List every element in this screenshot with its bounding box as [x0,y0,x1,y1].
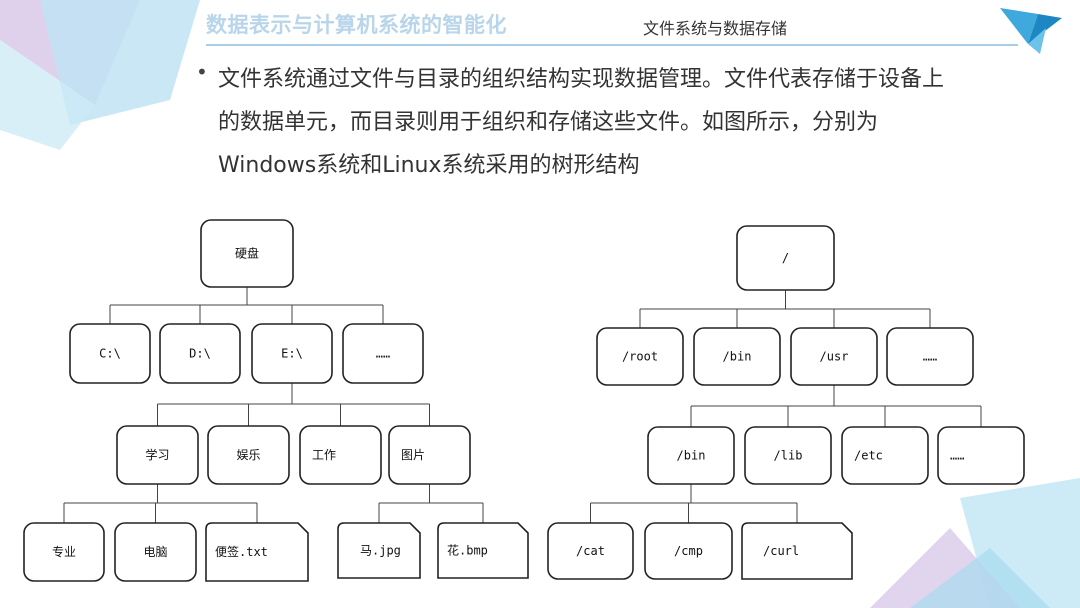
linux-node-dir-0-box [596,327,684,386]
header-subtitle: 文件系统与数据存储 [643,19,788,38]
win-node-folder-0-box [116,425,199,485]
win-node-study-2-box [205,522,309,582]
linux-node-bin-1-box [644,522,733,580]
linux-connector-usr [690,385,982,427]
bullet-marker: • [196,60,208,84]
win-node-folder-3: 图片 [388,425,471,485]
win-connector-study [63,484,258,523]
win-node-study-1-label: 电脑 [143,545,167,559]
win-node-folder-1-label: 娱乐 [236,448,260,462]
win-node-study-1-box [114,522,197,582]
win-node-folder-1-box [207,425,290,485]
linux-node-usr-1-box [744,426,832,485]
linux-node-usr-2-box [841,426,929,485]
body-line-3: Windows系统和Linux系统采用的树形结构 [218,153,640,178]
win-node-drive-3-box [342,323,424,384]
win-node-drive-1: D:\ [159,323,241,384]
win-node-study-0: 专业 [23,522,105,582]
linux-node-usr-2: /etc [841,426,929,485]
linux-node-dir-2-box [790,327,878,386]
linux-node-dir-2-label: /usr [820,350,849,364]
win-node-folder-2: 工作 [299,425,382,485]
linux-node-usr-3-label: …… [950,449,964,463]
win-connector-e [157,383,430,426]
win-connector-pictures [378,484,484,523]
win-node-root-box [200,219,294,288]
linux-node-usr-0-label: /bin [677,449,706,463]
linux-node-bin-0-box [547,522,634,580]
linux-node-root-box [736,225,835,291]
linux-node-bin-1-label: /cmp [674,544,703,558]
linux-node-bin-1: /cmp [644,522,733,580]
win-connector-root [109,287,384,324]
win-node-study-0-box [23,522,105,582]
linux-node-dir-0: /root [596,327,684,386]
linux-node-usr-0: /bin [647,426,735,485]
win-node-folder-3-box [388,425,471,485]
body-line-1: 文件系统通过文件与目录的组织结构实现数据管理。文件代表存储于设备上 [218,67,945,92]
win-node-drive-0: C:\ [69,323,151,384]
linux-node-usr-1: /lib [744,426,832,485]
linux-node-dir-0-label: /root [622,350,658,364]
win-node-drive-0-label: C:\ [99,347,121,361]
win-node-drive-1-label: D:\ [189,347,211,361]
win-node-folder-3-label: 图片 [401,448,425,462]
linux-node-dir-3: …… [886,327,974,386]
linux-node-bin-2-label: /curl [763,544,799,558]
win-node-study-2-label: 便签.txt [215,544,268,559]
win-node-study-2: 便签.txt [205,522,309,582]
win-node-folder-2-label: 工作 [312,448,336,462]
win-node-drive-2: E:\ [251,323,333,384]
win-node-study-1: 电脑 [114,522,197,582]
header-title: 数据表示与计算机系统的智能化 [206,13,507,37]
linux-node-root: / [736,225,835,291]
win-node-root-label: 硬盘 [235,246,259,261]
body-line-2: 的数据单元，而目录则用于组织和存储这些文件。如图所示，分别为 [218,110,879,135]
body-paragraph: 文件系统通过文件与目录的组织结构实现数据管理。文件代表存储于设备上 的数据单元，… [218,58,1038,187]
linux-node-bin-0-label: /cat [576,544,605,558]
win-node-drive-3: …… [342,323,424,384]
linux-node-usr-0-box [647,426,735,485]
win-node-root: 硬盘 [200,219,294,288]
linux-node-dir-1-label: /bin [723,350,752,364]
linux-node-dir-2: /usr [790,327,878,386]
linux-connector-root [639,290,931,328]
win-node-folder-2-box [299,425,382,485]
header-divider [206,44,1018,46]
linux-connector-bin [590,484,798,523]
win-node-drive-2-label: E:\ [281,347,303,361]
win-node-drive-1-box [159,323,241,384]
linux-node-root-label: / [782,251,789,265]
linux-node-usr-3-box [937,426,1025,485]
win-node-picture-0-box [337,522,421,579]
linux-node-bin-0: /cat [547,522,634,580]
linux-node-dir-1: /bin [693,327,781,386]
linux-node-dir-3-box [886,327,974,386]
win-node-picture-1-label: 花.bmp [447,543,488,558]
win-node-folder-1: 娱乐 [207,425,290,485]
linux-node-usr-2-label: /etc [854,449,883,463]
win-node-picture-1: 花.bmp [437,522,529,579]
linux-node-usr-3: …… [937,426,1025,485]
win-node-drive-2-box [251,323,333,384]
win-node-picture-1-box [437,522,529,579]
win-node-picture-0: 马.jpg [337,522,421,579]
win-node-drive-0-box [69,323,151,384]
win-node-folder-0: 学习 [116,425,199,485]
win-node-drive-3-label: …… [376,347,390,361]
win-node-picture-0-label: 马.jpg [360,544,401,558]
linux-node-bin-2-box [741,522,853,580]
linux-node-dir-1-box [693,327,781,386]
linux-node-bin-2: /curl [741,522,853,580]
win-node-folder-0-label: 学习 [145,447,169,462]
linux-node-dir-3-label: …… [923,350,937,364]
win-node-study-0-label: 专业 [52,544,76,559]
linux-node-usr-1-label: /lib [774,449,803,463]
